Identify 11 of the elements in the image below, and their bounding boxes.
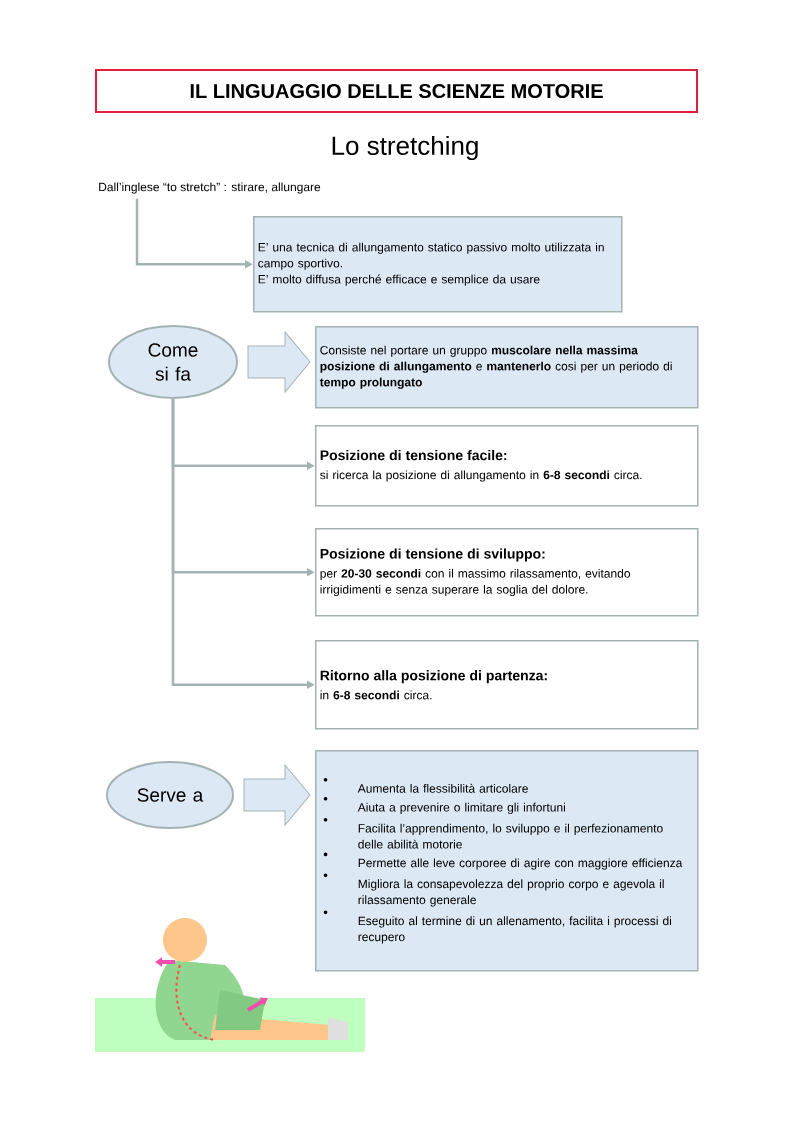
block-arrow — [247, 331, 311, 393]
text-box: Posizione di tensione di sviluppo: per 20-30 secondi con il massimo rilassamento, evitando irrigidimenti e senza superare la soglia del dolore. — [315, 528, 699, 617]
intro-text: Dall’inglese “to stretch” : stirare, allungare — [99, 182, 321, 194]
text-box: Posizione di tensione facile: si ricerca la posizione di allungamento in 6-8 secondi circa. — [315, 425, 699, 507]
title-box: IL LINGUAGGIO DELLE SCIENZE MOTORIE — [95, 69, 698, 113]
list-box: Aumenta la flessibilità articolare Aiuta a prevenire o limitare gli infortuni Facilita l’apprendimento, lo sviluppo e il perfezionamento delle abilità motorie Permette alle leve corporee di agire con maggiore efficienza Migliora la consapevolezza del proprio corpo e agevola il rilassamento generale Eseguito al termine di un allenamento, facilita i processi di recupero — [315, 750, 699, 972]
text-box: Ritorno alla posizione di partenza: in 6-8 secondi circa. — [315, 640, 699, 730]
subtitle: Lo stretching — [332, 135, 478, 161]
block-arrow — [243, 764, 311, 826]
text-box: E’ una tecnica di allungamento statico passivo molto utilizzata in campo sportivo. E’ molto diffusa perché efficace e semplice da usare — [253, 216, 623, 313]
text-box: Consiste nel portare un gruppo muscolare nella massima posizione di allungamento e mantenerlo cosi per un periodo di tempo prolungato — [315, 326, 699, 409]
